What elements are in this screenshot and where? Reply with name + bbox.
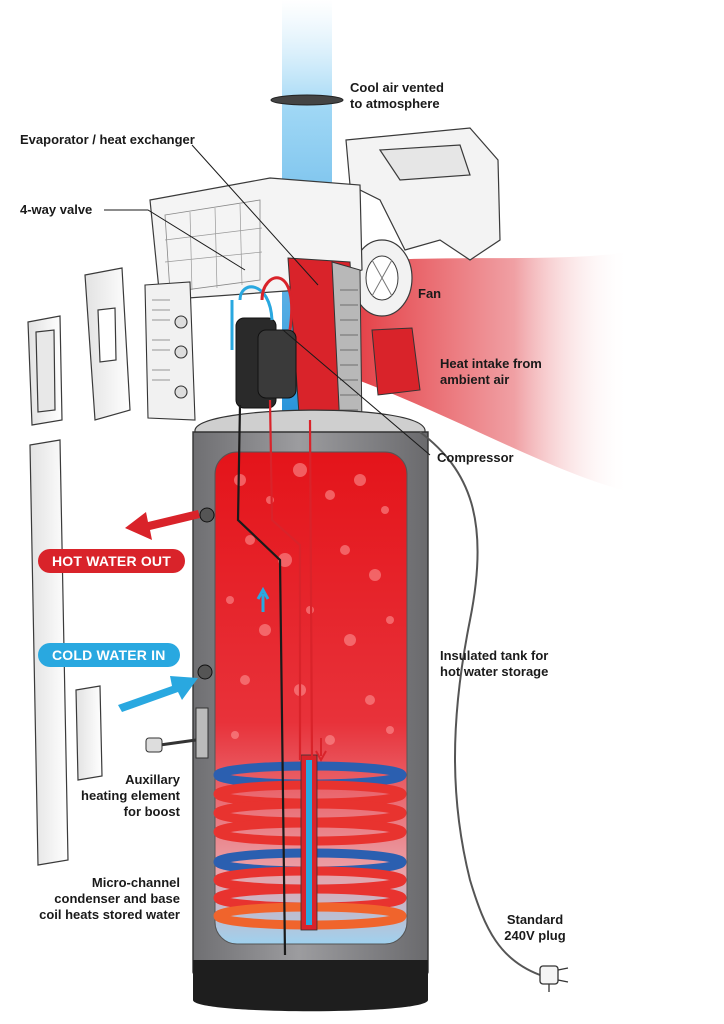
power-cord (419, 431, 541, 976)
hot-water-fitting (199, 507, 215, 523)
plug-icon (539, 965, 569, 992)
auxiliary-element (145, 707, 209, 759)
label-plug: Standard 240V plug (504, 912, 566, 943)
label-condenser: Micro-channel condenser and base coil he… (39, 875, 180, 922)
cold-water-in-badge: COLD WATER IN (38, 643, 180, 667)
cold-water-arrow (118, 676, 198, 712)
condenser-riser-inner (306, 760, 312, 925)
label-cool-air: Cool air vented to atmosphere (350, 80, 444, 111)
label-auxiliary-element: Auxillary heating element for boost (81, 772, 180, 819)
label-heat-intake: Heat intake from ambient air (440, 356, 542, 387)
cold-water-fitting (197, 664, 213, 680)
downflow-arrow (315, 738, 327, 763)
label-evaporator: Evaporator / heat exchanger (20, 132, 195, 147)
label-compressor: Compressor (437, 450, 514, 465)
fan-housing (345, 127, 501, 261)
label-insulated-tank: Insulated tank for hot water storage (440, 648, 549, 679)
electronics-panel (144, 281, 196, 421)
upflow-arrow (256, 586, 270, 612)
hot-water-arrow (125, 510, 200, 540)
leader-lines (104, 144, 431, 456)
label-fan: Fan (418, 286, 442, 301)
hot-water-out-badge: HOT WATER OUT (38, 549, 185, 573)
label-four-way-valve: 4-way valve (20, 202, 93, 217)
fan-bracket (371, 327, 421, 396)
compressor (230, 276, 297, 409)
fan-icon (351, 239, 413, 317)
refrigerant-lines (236, 399, 314, 956)
